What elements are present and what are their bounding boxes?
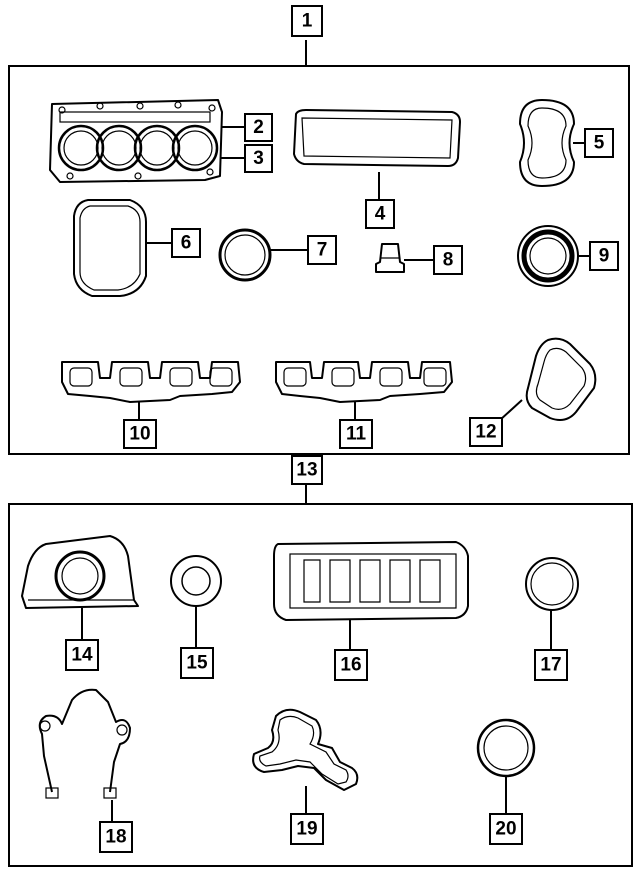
o-ring-gasket bbox=[218, 228, 272, 282]
callout-13-label: 13 bbox=[296, 460, 317, 481]
callout-9-label: 9 bbox=[599, 246, 610, 267]
callout-16-label: 16 bbox=[340, 655, 361, 676]
upper-kit-group: 1 2 3 bbox=[8, 5, 630, 455]
callout-2[interactable]: 2 bbox=[244, 113, 273, 142]
callout-18-label: 18 bbox=[105, 827, 126, 848]
callout-14-label: 14 bbox=[71, 645, 93, 666]
callout-4-label: 4 bbox=[375, 204, 386, 225]
callout-19-label: 19 bbox=[296, 819, 317, 840]
callout-6-label: 6 bbox=[181, 233, 192, 254]
callout-19[interactable]: 19 bbox=[290, 813, 324, 845]
callout-7-label: 7 bbox=[317, 240, 328, 261]
callout-10-label: 10 bbox=[129, 424, 150, 445]
callout-17[interactable]: 17 bbox=[534, 649, 568, 681]
seal-ring bbox=[517, 225, 579, 287]
callout-3[interactable]: 3 bbox=[244, 144, 273, 173]
oil-pan-gasket bbox=[273, 541, 469, 621]
callout-5-label: 5 bbox=[594, 133, 605, 154]
callout-4[interactable]: 4 bbox=[365, 199, 395, 229]
lower-kit-group: 13 14 15 bbox=[8, 455, 633, 867]
callout-15[interactable]: 15 bbox=[180, 647, 214, 679]
callout-5[interactable]: 5 bbox=[584, 128, 614, 158]
seal-ring-large bbox=[525, 557, 579, 611]
callout-1[interactable]: 1 bbox=[291, 5, 323, 37]
callout-11[interactable]: 11 bbox=[339, 419, 373, 449]
callout-15-label: 15 bbox=[186, 653, 208, 674]
upper-kit-frame bbox=[8, 65, 630, 455]
water-pump-gasket bbox=[252, 708, 359, 791]
timing-cover-gasket bbox=[38, 688, 131, 799]
o-ring-large bbox=[476, 718, 536, 778]
callout-6[interactable]: 6 bbox=[171, 228, 201, 258]
exhaust-manifold-gasket-left bbox=[61, 361, 241, 403]
crankshaft-seal bbox=[170, 555, 222, 607]
callout-20[interactable]: 20 bbox=[489, 813, 523, 845]
exhaust-manifold-gasket-right bbox=[275, 361, 453, 403]
callout-12[interactable]: 12 bbox=[469, 417, 503, 447]
callout-8-label: 8 bbox=[443, 250, 454, 271]
valve-stem-seal bbox=[375, 243, 405, 273]
callout-17-label: 17 bbox=[540, 655, 561, 676]
callout-16[interactable]: 16 bbox=[334, 649, 368, 681]
callout-10[interactable]: 10 bbox=[123, 419, 157, 449]
figure-eight-seal bbox=[519, 99, 575, 187]
throttle-body-gasket bbox=[525, 337, 597, 421]
rear-main-seal-retainer bbox=[21, 535, 139, 609]
callout-7[interactable]: 7 bbox=[307, 235, 337, 265]
valve-cover-gasket bbox=[293, 109, 461, 167]
callout-8[interactable]: 8 bbox=[433, 245, 463, 275]
callout-11-label: 11 bbox=[346, 424, 367, 445]
lower-kit-frame bbox=[8, 503, 633, 867]
callout-13[interactable]: 13 bbox=[291, 455, 323, 485]
callout-20-label: 20 bbox=[495, 819, 516, 840]
callout-3-label: 3 bbox=[253, 148, 264, 169]
cylinder-head-gasket bbox=[49, 99, 223, 183]
callout-18[interactable]: 18 bbox=[99, 821, 133, 853]
callout-2-label: 2 bbox=[253, 117, 264, 138]
callout-14[interactable]: 14 bbox=[65, 639, 99, 671]
callout-12-label: 12 bbox=[475, 422, 496, 443]
callout-9[interactable]: 9 bbox=[589, 241, 619, 271]
callout-1-label: 1 bbox=[302, 11, 313, 32]
cover-gasket bbox=[73, 199, 147, 297]
